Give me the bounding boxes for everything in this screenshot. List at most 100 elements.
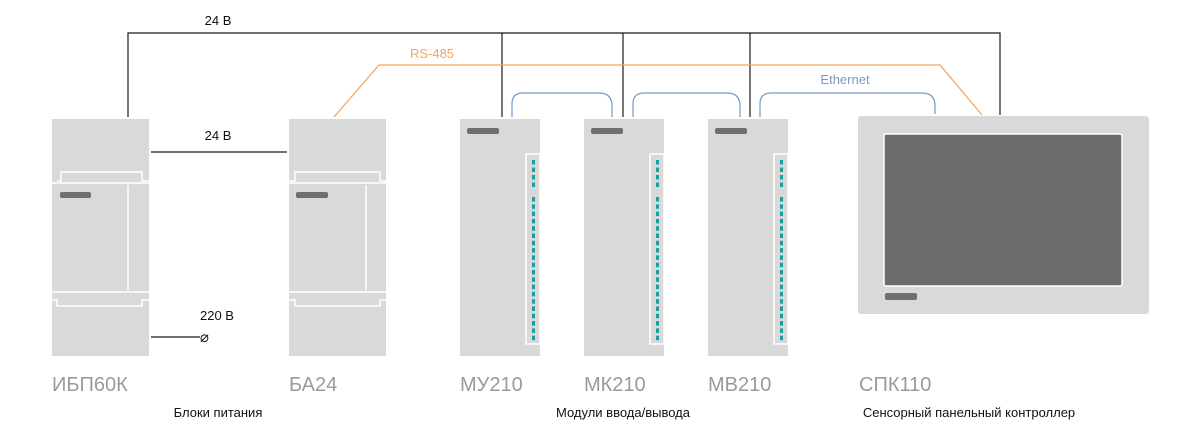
status-led <box>656 248 659 253</box>
status-led <box>656 240 659 246</box>
status-led <box>656 270 659 275</box>
status-led <box>780 218 783 224</box>
status-led <box>656 299 659 304</box>
status-led <box>532 233 535 238</box>
status-led <box>532 306 535 311</box>
status-led <box>532 321 535 326</box>
status-led <box>780 204 783 209</box>
status-led <box>656 321 659 326</box>
status-led <box>656 291 659 297</box>
status-led <box>656 306 659 311</box>
status-led <box>532 211 535 217</box>
status-led <box>532 175 535 180</box>
model-mk210: МК210 <box>584 374 646 396</box>
model-ba24: БА24 <box>289 374 337 396</box>
terminal-block <box>525 153 541 345</box>
label-24v-top: 24 В <box>205 13 232 28</box>
model-mv210: МВ210 <box>708 374 771 396</box>
device-mu210 <box>460 119 541 356</box>
ibp-logo <box>60 192 91 198</box>
wire-24v-top <box>127 32 1001 117</box>
status-led <box>532 204 535 209</box>
status-led <box>532 182 535 187</box>
status-led <box>532 248 535 253</box>
device-ibp60k <box>52 119 149 356</box>
mk-logo <box>591 128 623 134</box>
status-led <box>532 218 535 224</box>
status-led <box>780 277 783 282</box>
status-led <box>656 262 659 268</box>
status-led <box>532 299 535 304</box>
touch-screen <box>883 133 1123 287</box>
status-led <box>780 255 783 260</box>
status-led <box>532 226 535 231</box>
status-led <box>656 182 659 187</box>
mains-terminal-icon: ⌀ <box>199 329 208 346</box>
status-led <box>532 167 535 172</box>
label-24v-mid: 24 В <box>205 128 232 143</box>
group-power-supplies: Блоки питания <box>174 405 263 420</box>
status-led <box>780 160 783 165</box>
status-led <box>656 167 659 172</box>
status-led <box>656 233 659 238</box>
status-led <box>532 255 535 260</box>
status-led <box>656 218 659 224</box>
status-led <box>656 211 659 217</box>
status-led <box>532 262 535 268</box>
terminal-block <box>649 153 665 345</box>
status-led <box>656 255 659 260</box>
status-led <box>656 160 659 165</box>
terminal-block <box>773 153 789 345</box>
status-led <box>532 277 535 282</box>
status-led <box>532 328 535 333</box>
status-led <box>532 197 535 202</box>
status-led <box>780 197 783 202</box>
mu-logo <box>467 128 499 134</box>
status-led <box>780 226 783 231</box>
status-led <box>656 226 659 231</box>
status-led <box>780 306 783 311</box>
status-led <box>532 291 535 297</box>
status-led <box>780 335 783 341</box>
status-led <box>656 175 659 180</box>
status-led <box>656 328 659 333</box>
device-mk210 <box>584 119 665 356</box>
power-wires <box>127 32 1001 338</box>
status-led <box>656 284 659 290</box>
status-led <box>532 313 535 319</box>
status-led <box>532 270 535 275</box>
status-led <box>780 321 783 326</box>
model-spk110: СПК110 <box>859 374 931 396</box>
status-led <box>780 284 783 290</box>
device-ba24 <box>289 119 386 356</box>
status-led <box>532 160 535 165</box>
status-led <box>780 262 783 268</box>
device-spk110 <box>858 116 1149 314</box>
model-ibp60k: ИБП60К <box>52 374 128 396</box>
status-led <box>780 175 783 180</box>
status-led <box>780 291 783 297</box>
status-led <box>780 167 783 172</box>
status-led <box>532 335 535 341</box>
status-led <box>780 270 783 275</box>
ba-logo <box>296 192 328 198</box>
status-led <box>780 240 783 246</box>
status-led <box>780 299 783 304</box>
status-led <box>780 233 783 238</box>
mv-logo <box>715 128 747 134</box>
status-led <box>656 204 659 209</box>
status-led <box>780 328 783 333</box>
label-ethernet: Ethernet <box>820 72 870 87</box>
status-led <box>780 182 783 187</box>
device-mv210 <box>708 119 789 356</box>
status-led <box>656 313 659 319</box>
status-led <box>656 197 659 202</box>
status-led <box>780 313 783 319</box>
ethernet-wires <box>511 92 936 117</box>
wire-rs485 <box>333 64 983 118</box>
status-led <box>656 277 659 282</box>
group-panel-controller: Сенсорный панельный контроллер <box>863 405 1075 420</box>
status-led <box>532 240 535 246</box>
label-220v: 220 В <box>200 308 234 323</box>
